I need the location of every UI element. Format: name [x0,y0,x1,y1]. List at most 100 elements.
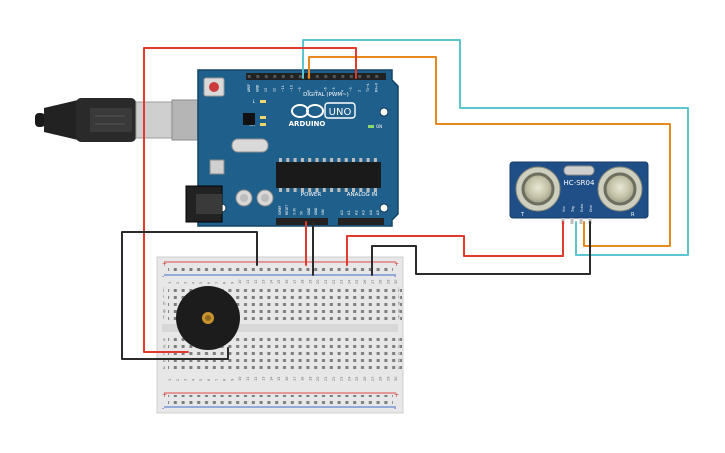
chip-pin [352,188,355,192]
row-letter: a [163,365,166,370]
row-letter: h [163,301,166,306]
column-number: 25 [355,377,359,381]
reset-button[interactable] [203,77,225,97]
column-number: 23 [340,280,344,284]
column-number: 14 [269,279,273,284]
digital-pin-label: 4 [341,90,345,92]
column-number: 8 [223,282,227,284]
power-pin-label: GND [314,207,318,215]
sensor-pin[interactable] [579,218,583,224]
rail-plus-bottom: + [162,392,167,399]
chip-pin [373,158,377,162]
column-number: 2 [176,282,180,284]
sensor-pin-label: Gnd [589,205,593,212]
column-number: 17 [293,377,297,381]
model-label: UNO [329,107,352,118]
wire-black-sensor-gnd[interactable] [371,221,591,276]
wire-red-pin5[interactable] [143,47,357,353]
column-number: 4 [191,281,195,284]
column-number: 29 [386,280,390,284]
chip-pin [308,158,312,162]
arduino-logo: ARDUINO UNO [289,102,356,128]
digital-pin-socket[interactable] [247,75,251,78]
digital-pin-socket[interactable] [332,75,336,78]
chip-pin [359,188,363,192]
sensor-name: HC-SR04 [564,179,595,187]
chip-pin [286,158,290,162]
digital-pin-socket[interactable] [341,75,345,78]
column-number: 1 [168,282,172,284]
row-letter: b [398,358,401,363]
analog-pin-label: A4 [369,210,373,215]
wire-black-buzzer[interactable] [121,231,258,360]
wires [121,39,689,360]
sensor-right-mark: R [631,212,635,218]
top-power-rail-holes[interactable] [168,264,393,274]
row-letter: d [163,344,166,349]
column-number: 5 [199,379,203,381]
led-l-label: L [253,99,256,104]
chip-pin [366,188,370,192]
digital-pin-socket[interactable] [281,75,285,78]
row-letter: j [162,287,164,292]
digital-pin-label: 8 [307,90,311,92]
sensor-pin[interactable] [570,218,574,224]
digital-pin-socket[interactable] [324,75,328,78]
column-number: 11 [246,377,250,381]
row-letter: c [163,351,165,356]
column-number: 3 [184,282,188,284]
chip-pin [315,158,319,162]
wire-orange-pin9[interactable] [308,56,671,247]
column-number: 30 [394,280,398,284]
digital-pin-socket[interactable] [264,75,268,78]
column-number: 5 [199,282,203,284]
column-number: 6 [207,282,211,284]
digital-pin-socket[interactable] [349,75,353,78]
rail-minus-bottom: - [162,405,164,412]
column-number: 24 [347,279,351,284]
column-number: 15 [277,280,281,284]
digital-pin-socket[interactable] [256,75,260,78]
power-jack[interactable] [185,185,223,223]
digital-pin-socket[interactable] [315,75,319,78]
digital-pin-label: ~11 [281,85,285,92]
bottom-power-rail-holes[interactable] [168,395,393,405]
digital-pin-socket[interactable] [358,75,362,78]
column-number: 21 [324,280,328,284]
row-letter: d [398,344,401,349]
analog-pin-label: A5 [376,210,380,215]
piezo-buzzer[interactable] [176,286,240,350]
digital-pin-socket[interactable] [290,75,294,78]
row-letter: e [398,337,401,342]
chip-pin [293,158,297,162]
rail-minus-top-right: - [394,273,396,280]
power-pin-label: VIN [321,209,325,215]
digital-pin-label: ~9 [298,87,302,92]
column-number: 4 [191,378,195,381]
column-number: 30 [394,377,398,381]
wire-cyan-pin10[interactable] [302,39,689,256]
digital-pin-socket[interactable] [375,75,379,78]
chip-pin [337,158,341,162]
column-number: 3 [184,379,188,381]
power-pin-label: RESET [285,205,289,215]
digital-pin-socket[interactable] [273,75,277,78]
digital-pin-label: AREF [247,84,251,92]
chip-pin [330,188,334,192]
column-number: 22 [332,377,336,381]
analog-header[interactable] [338,218,384,225]
rail-minus-bottom-right: - [394,405,396,412]
digital-pin-label: 12 [273,88,277,92]
wire-red-vcc[interactable] [346,221,564,266]
column-number: 27 [371,377,375,381]
column-number: 9 [230,379,234,381]
digital-pin-socket[interactable] [366,75,370,78]
power-header[interactable] [276,218,328,225]
power-pin-label: GND [307,207,311,215]
digital-pin-socket[interactable] [298,75,302,78]
column-number: 16 [285,280,289,284]
